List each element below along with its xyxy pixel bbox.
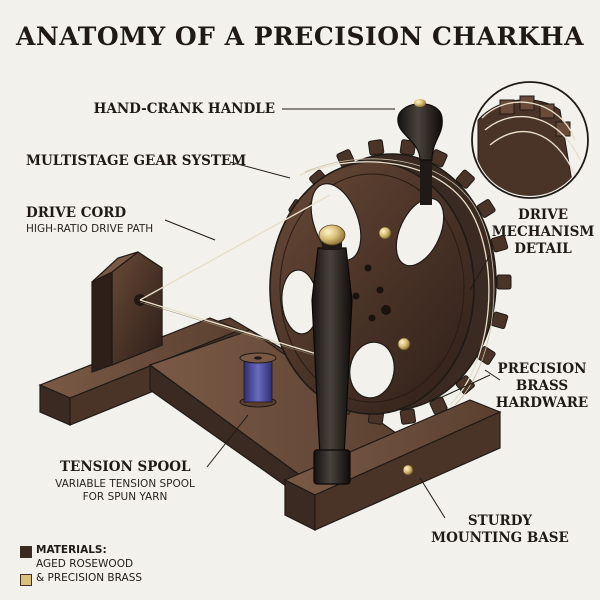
- legend-rosewood: AGED ROSEWOOD: [36, 558, 134, 570]
- label-brass-hardware: PRECISION BRASS HARDWARE: [492, 361, 592, 412]
- spindle: [311, 224, 353, 485]
- gear-tooth: [476, 199, 496, 218]
- label-hand-crank: HAND-CRANK HANDLE: [93, 101, 275, 117]
- label-brass-line3: HARDWARE: [495, 395, 589, 411]
- legend-brass: & PRECISION BRASS: [36, 572, 143, 584]
- label-base-line2: MOUNTING BASE: [431, 530, 569, 546]
- label-brass-line2: BRASS: [515, 378, 569, 394]
- label-mounting-base: STURDY MOUNTING BASE: [420, 513, 580, 547]
- label-brass-line1: PRECISION: [497, 361, 587, 377]
- mechanism-detail-inset: [471, 81, 589, 199]
- label-drive-cord-sub: HIGH-RATIO DRIVE PATH: [26, 223, 154, 235]
- label-drive-mechanism-line2: MECHANISM: [491, 224, 595, 240]
- gear-tooth: [399, 139, 417, 156]
- brass-swatch: [20, 574, 32, 586]
- label-drive-mechanism: DRIVE MECHANISM DETAIL: [488, 207, 598, 258]
- gear-tooth: [455, 169, 475, 189]
- gear-tooth: [399, 408, 417, 425]
- label-tension-spool-sub-line2: FOR SPUN YARN: [82, 491, 168, 503]
- label-tension-spool: TENSION SPOOL: [60, 459, 191, 475]
- label-drive-mechanism-line3: DETAIL: [514, 241, 572, 257]
- tension-spool: [239, 352, 277, 408]
- label-drive-cord: DRIVE CORD: [26, 205, 127, 221]
- gear-tooth: [367, 139, 385, 156]
- drive-cord-lines: [139, 194, 331, 358]
- rosewood-swatch: [20, 546, 32, 558]
- gear-tooth: [490, 311, 509, 330]
- gear-tooth: [490, 234, 509, 253]
- gear-tooth: [496, 274, 512, 290]
- label-gear-system: MULTISTAGE GEAR SYSTEM: [26, 153, 247, 169]
- leader-lines: [164, 108, 501, 519]
- gear-tooth: [429, 396, 448, 415]
- label-tension-spool-sub: VARIABLE TENSION SPOOL FOR SPUN YARN: [40, 478, 210, 504]
- label-drive-mechanism-line1: DRIVE: [517, 207, 568, 223]
- page-title: ANATOMY OF A PRECISION CHARKHA: [16, 22, 584, 51]
- label-tension-spool-sub-line1: VARIABLE TENSION SPOOL: [55, 478, 195, 490]
- label-base-line1: STURDY: [467, 513, 533, 529]
- legend-heading: MATERIALS:: [36, 544, 107, 556]
- crank-handle: [397, 99, 443, 205]
